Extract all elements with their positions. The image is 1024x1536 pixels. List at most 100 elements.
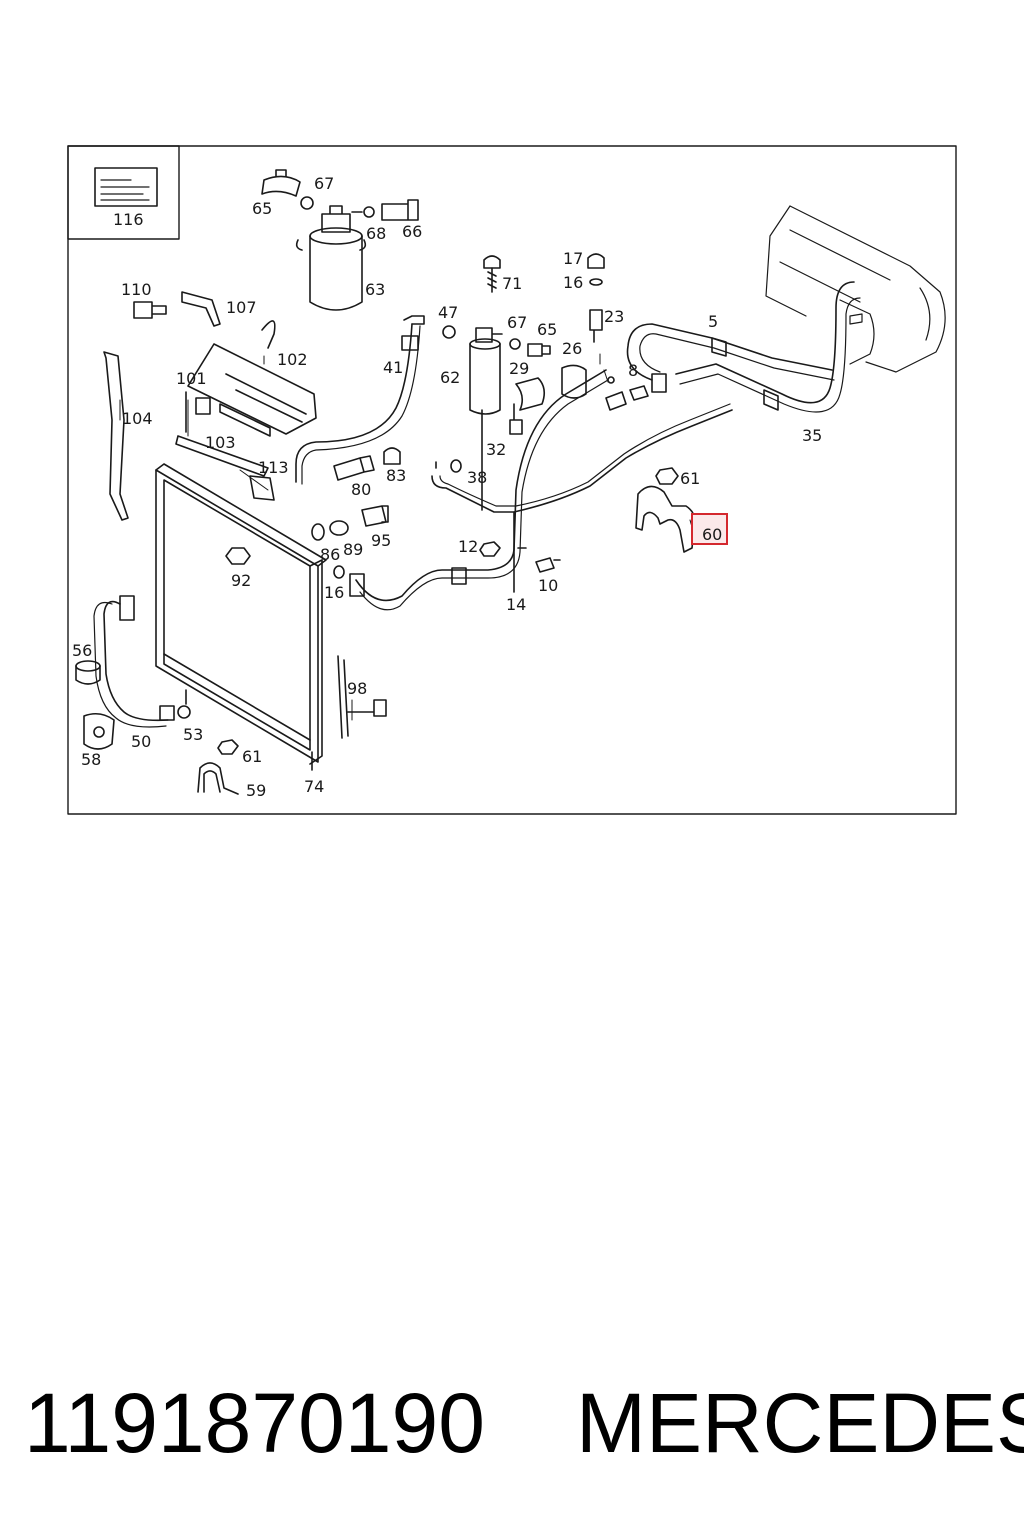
callout-61: 61 xyxy=(680,469,700,488)
callout-41: 41 xyxy=(383,358,403,377)
callout-61b: 61 xyxy=(242,747,262,766)
bracket xyxy=(181,291,221,327)
callout-8: 8 xyxy=(628,361,638,380)
part-number: 1191870190 xyxy=(24,1376,485,1470)
callout-67b: 67 xyxy=(507,313,527,332)
callout-59: 59 xyxy=(246,781,266,800)
callout-38: 38 xyxy=(467,468,487,487)
seal-16-lower xyxy=(333,565,345,579)
callout-68: 68 xyxy=(366,224,386,243)
callout-66: 66 xyxy=(402,222,422,241)
callout-62: 62 xyxy=(440,368,460,387)
callout-95: 95 xyxy=(371,531,391,550)
cap-17 xyxy=(587,253,605,269)
callout-102: 102 xyxy=(277,350,308,369)
nut-12 xyxy=(479,541,501,557)
diagram-canvas: 116 67 65 68 66 63 71 17 16 110 107 102 … xyxy=(67,145,957,815)
nut-61-lower xyxy=(217,739,239,755)
callout-98: 98 xyxy=(347,679,367,698)
hose-41 xyxy=(295,315,425,485)
seal-47 xyxy=(442,325,456,339)
callout-10: 10 xyxy=(538,576,558,595)
callout-26: 26 xyxy=(562,339,582,358)
clip-113 xyxy=(249,475,275,501)
hose-50 xyxy=(93,595,175,728)
footer: 1191870190 MERCEDES xyxy=(0,1368,1024,1478)
callout-29: 29 xyxy=(509,359,529,378)
clamp-60 xyxy=(635,485,696,553)
callout-101: 101 xyxy=(176,369,207,388)
legend-box xyxy=(67,145,180,240)
nut-92 xyxy=(225,547,251,565)
nut-61-upper xyxy=(655,467,679,485)
sensor-10 xyxy=(535,557,561,573)
callout-63: 63 xyxy=(365,280,385,299)
callout-116: 116 xyxy=(113,210,144,229)
trim-panel-104 xyxy=(103,351,129,521)
bracket-14 xyxy=(513,511,527,593)
callout-92: 92 xyxy=(231,571,251,590)
callout-35: 35 xyxy=(802,426,822,445)
callout-65: 65 xyxy=(252,199,272,218)
hose-5 xyxy=(626,323,835,393)
callout-58: 58 xyxy=(81,750,101,769)
callout-16: 16 xyxy=(563,273,583,292)
seal-ring-67 xyxy=(300,196,314,210)
pressure-switch-65 xyxy=(261,169,301,197)
callout-89: 89 xyxy=(343,540,363,559)
seal-67-lower xyxy=(509,338,521,350)
cover-102 xyxy=(187,320,317,435)
callout-60-highlighted: 60 xyxy=(702,525,722,544)
bolt-110 xyxy=(133,301,167,319)
mount-58 xyxy=(83,712,115,750)
callout-110: 110 xyxy=(121,280,152,299)
callout-12: 12 xyxy=(458,537,478,556)
condenser-74 xyxy=(155,463,327,771)
hose-14 xyxy=(349,369,609,611)
callout-labels: 116 67 65 68 66 63 71 17 16 110 107 102 … xyxy=(72,174,822,800)
document-icon xyxy=(94,167,158,207)
evaporator-housing xyxy=(765,205,946,373)
bracket-101 xyxy=(175,391,271,477)
diagram-border xyxy=(67,145,957,815)
seal-ring-68 xyxy=(363,206,375,218)
callout-104: 104 xyxy=(122,409,153,428)
callout-107: 107 xyxy=(226,298,257,317)
callout-80: 80 xyxy=(351,480,371,499)
callout-65b: 65 xyxy=(537,320,557,339)
switch-66 xyxy=(381,199,419,221)
callout-53: 53 xyxy=(183,725,203,744)
fitting-8 xyxy=(605,376,649,411)
bolt-32 xyxy=(509,403,523,435)
callout-5: 5 xyxy=(708,312,718,331)
callout-74: 74 xyxy=(304,777,324,796)
callout-17: 17 xyxy=(563,249,583,268)
bracket-29 xyxy=(515,377,546,411)
callout-103: 103 xyxy=(205,433,236,452)
bushing-56 xyxy=(75,660,101,685)
hose-35 xyxy=(675,281,861,413)
highlight-box xyxy=(691,513,728,545)
fitting-80 xyxy=(333,455,375,481)
callout-47: 47 xyxy=(438,303,458,322)
seal-38 xyxy=(450,459,462,473)
grommet-26 xyxy=(561,364,587,399)
screw-71 xyxy=(483,255,501,293)
seal-89 xyxy=(329,520,349,536)
receiver-drier-63 xyxy=(295,205,367,311)
brand-name: MERCEDES xyxy=(576,1376,1024,1470)
callout-71: 71 xyxy=(502,274,522,293)
callout-56: 56 xyxy=(72,641,92,660)
leader-lines xyxy=(119,353,695,721)
callout-16b: 16 xyxy=(324,583,344,602)
callout-113: 113 xyxy=(258,458,289,477)
seal-53 xyxy=(177,705,191,719)
line-38 xyxy=(431,403,733,513)
seal-16 xyxy=(589,278,603,286)
callout-50: 50 xyxy=(131,732,151,751)
callout-86: 86 xyxy=(320,545,340,564)
callout-83: 83 xyxy=(386,466,406,485)
callout-23: 23 xyxy=(604,307,624,326)
cap-83 xyxy=(383,447,401,465)
